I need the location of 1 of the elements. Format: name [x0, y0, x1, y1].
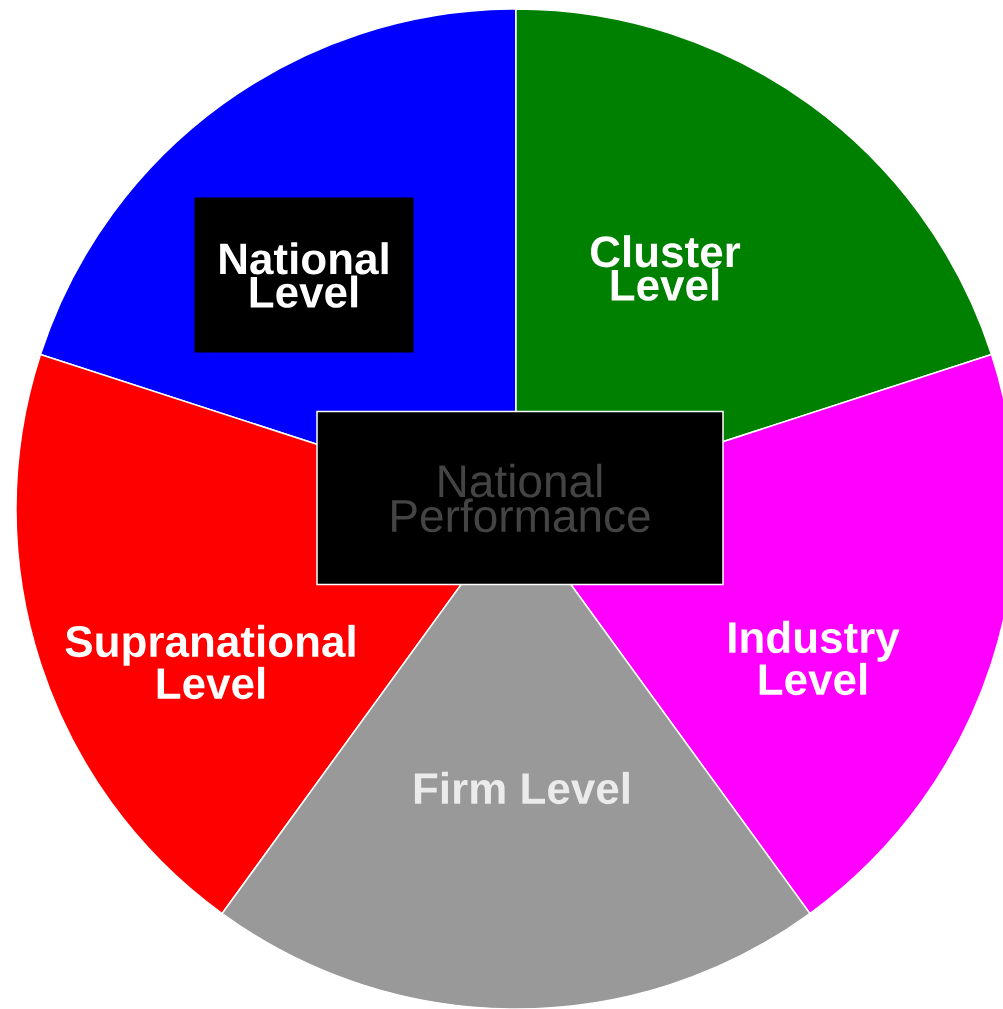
center-box: National Performance	[316, 410, 724, 586]
